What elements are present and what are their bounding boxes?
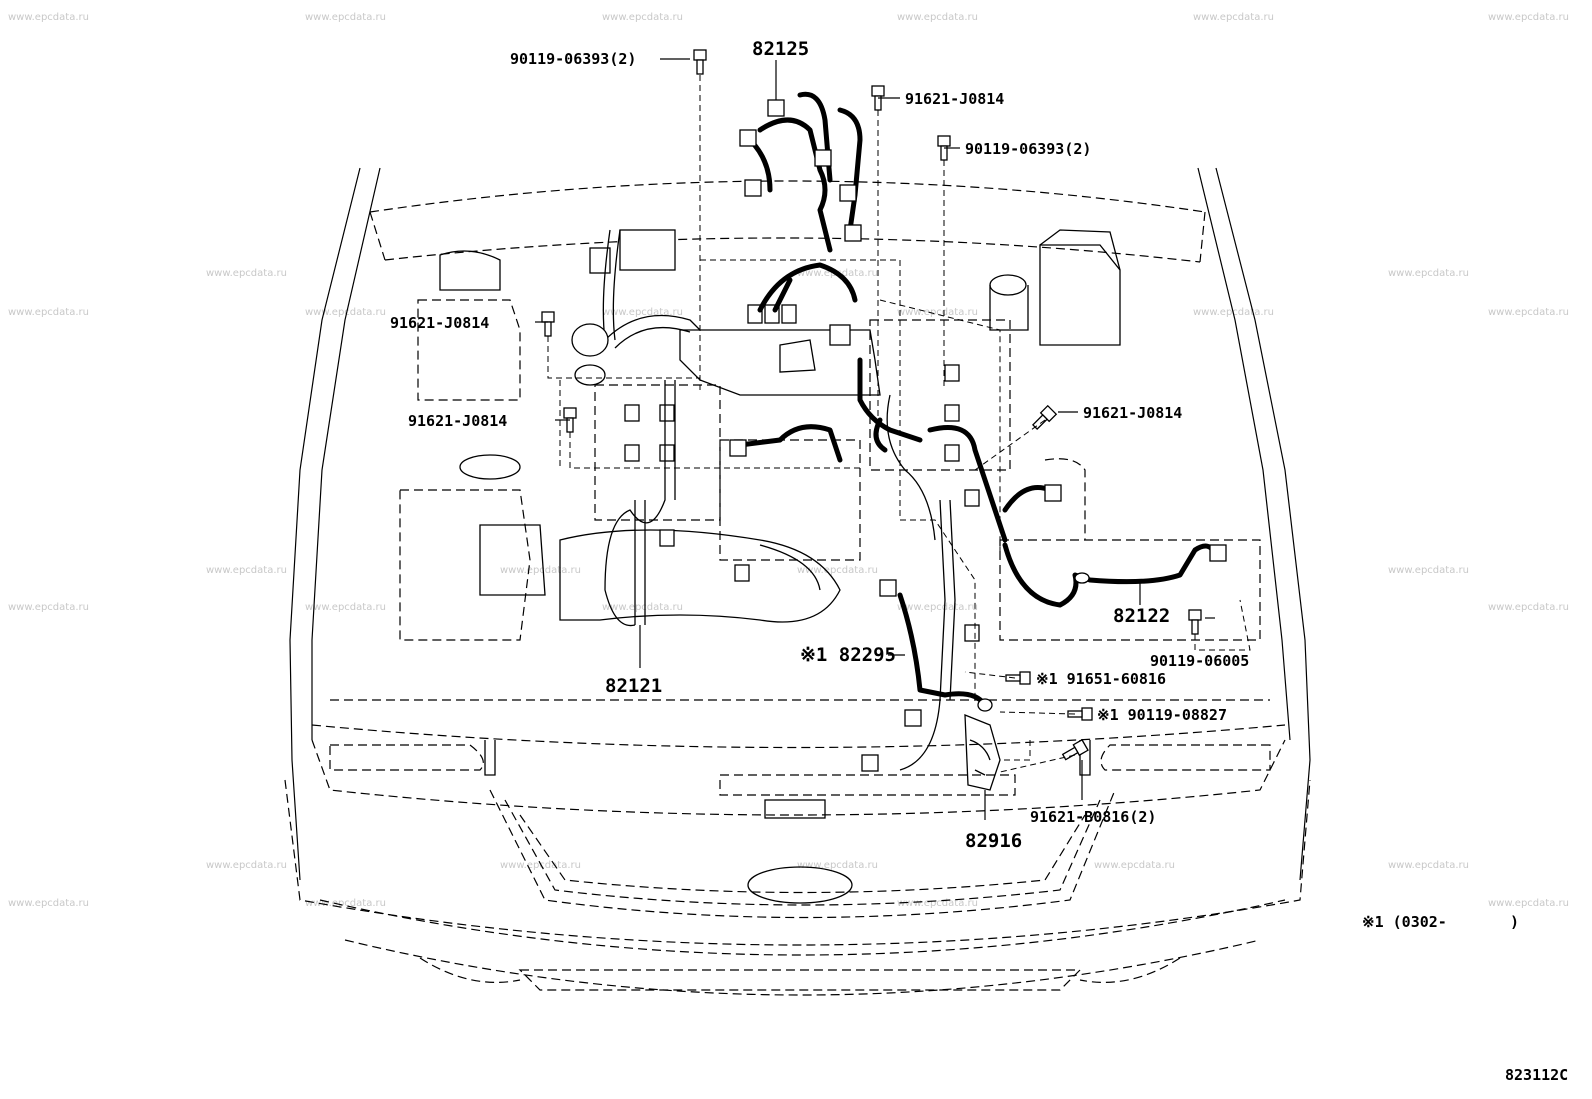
watermark: www.epcdata.ru [500, 565, 581, 576]
watermark: www.epcdata.ru [797, 860, 878, 871]
part-label-bolt-90119-06005: 90119-06005 [1150, 652, 1250, 670]
watermark: www.epcdata.ru [8, 307, 89, 318]
harness-82121 [571, 229, 701, 627]
vehicle-body-outline [284, 167, 1311, 996]
watermark: www.epcdata.ru [897, 602, 978, 613]
footnote: ※1 (0302- ) [1362, 913, 1520, 931]
part-label-82916: 82916 [965, 830, 1023, 852]
part-label-bolt-top-right: 90119-06393(2) [965, 140, 1092, 158]
watermark: www.epcdata.ru [8, 898, 89, 909]
watermark: www.epcdata.ru [602, 307, 683, 318]
part-label-bolt-right-mid: 91621-J0814 [1083, 404, 1183, 422]
watermark: www.epcdata.ru [206, 860, 287, 871]
watermark: www.epcdata.ru [1488, 307, 1569, 318]
watermark: www.epcdata.ru [602, 602, 683, 613]
watermark: www.epcdata.ru [897, 898, 978, 909]
watermark: www.epcdata.ru [1388, 565, 1469, 576]
watermark: www.epcdata.ru [206, 268, 287, 279]
part-label-bolt-91621-b0816: 91621-B0816(2) [1030, 808, 1157, 826]
part-label-82295: ※1 82295 [800, 644, 896, 666]
watermark: www.epcdata.ru [305, 12, 386, 23]
part-label-bolt-90119-08827: ※1 90119-08827 [1097, 706, 1227, 724]
engine-components [399, 229, 1261, 642]
watermark: www.epcdata.ru [305, 307, 386, 318]
watermark: www.epcdata.ru [1488, 602, 1569, 613]
part-label-82121: 82121 [605, 675, 663, 697]
watermark: www.epcdata.ru [8, 12, 89, 23]
label-lines [535, 58, 1215, 820]
watermark: www.epcdata.ru [897, 307, 978, 318]
watermark: www.epcdata.ru [305, 898, 386, 909]
part-label-82122: 82122 [1113, 605, 1171, 627]
part-label-bolt-top-left: 90119-06393(2) [510, 50, 637, 68]
part-label-bolt-left-lower: 91621-J0814 [408, 412, 508, 430]
watermark: www.epcdata.ru [1094, 860, 1175, 871]
watermark: www.epcdata.ru [1193, 12, 1274, 23]
watermark: www.epcdata.ru [305, 602, 386, 613]
watermark: www.epcdata.ru [602, 12, 683, 23]
part-label-82125: 82125 [752, 38, 810, 60]
part-label-bolt-top-mid: 91621-J0814 [905, 90, 1005, 108]
harness-82125 [729, 91, 1227, 608]
watermark: www.epcdata.ru [1388, 860, 1469, 871]
harness-82295 [861, 394, 993, 772]
leader-lines [547, 75, 1251, 773]
watermark: www.epcdata.ru [500, 860, 581, 871]
watermark: www.epcdata.ru [897, 12, 978, 23]
watermark: www.epcdata.ru [797, 565, 878, 576]
watermark: www.epcdata.ru [1388, 268, 1469, 279]
watermark: www.epcdata.ru [1488, 12, 1569, 23]
watermark: www.epcdata.ru [1488, 898, 1569, 909]
bracket-82916 [964, 714, 1001, 791]
figure-number: 823112C [1505, 1066, 1569, 1084]
watermark: www.epcdata.ru [8, 602, 89, 613]
part-label-bolt-91651-60816: ※1 91651-60816 [1036, 670, 1166, 688]
part-label-bolt-left-upper: 91621-J0814 [390, 314, 490, 332]
watermark: www.epcdata.ru [206, 565, 287, 576]
